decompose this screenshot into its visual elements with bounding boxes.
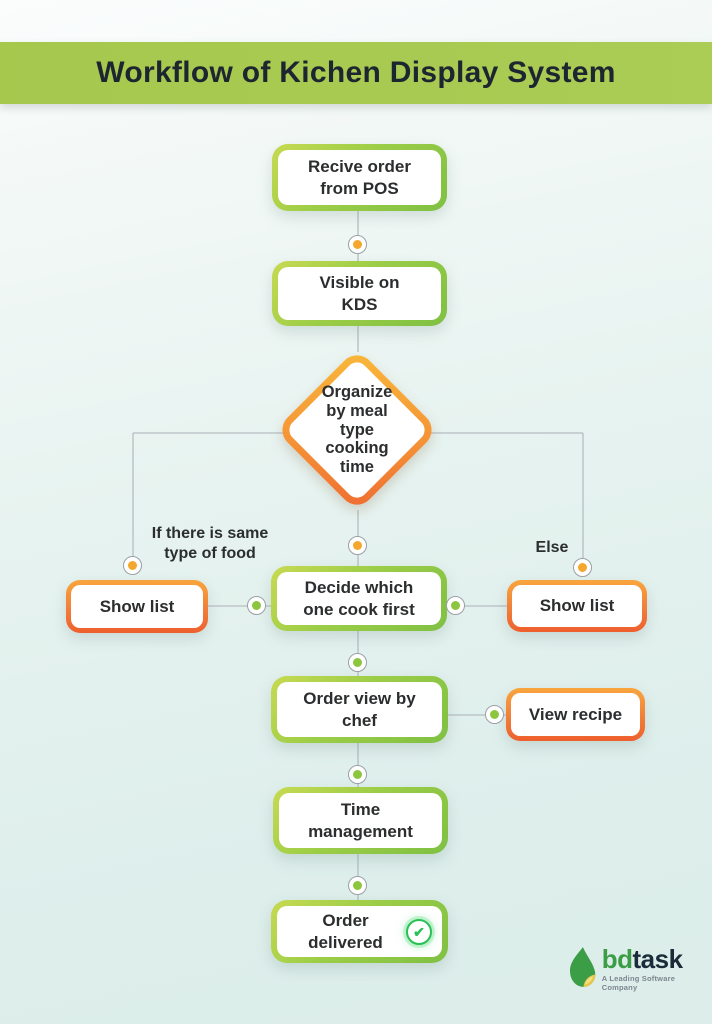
label-line: If there is same (151, 525, 269, 542)
flow-box-label: View recipe (529, 704, 622, 725)
label-line: Show list (539, 596, 615, 616)
connector-node (348, 653, 367, 672)
bdtask-logo: bdtask A Leading Software Company (568, 946, 712, 992)
label-line: one cook first (303, 599, 415, 619)
connector-node (573, 558, 592, 577)
connector-node (348, 235, 367, 254)
label-line: cooking (325, 439, 389, 458)
node-dot-icon (353, 770, 362, 779)
flow-box-receive-order: Recive order from POS (272, 144, 447, 211)
node-dot-icon (353, 658, 362, 667)
node-dot-icon (353, 240, 362, 249)
connector-node (485, 705, 504, 724)
flow-diamond-organize: Organize by meal type cooking time (274, 347, 440, 513)
flow-box-label: Order delivered (308, 910, 383, 952)
label-line: Recive order (308, 157, 411, 177)
node-dot-icon (353, 881, 362, 890)
flow-diamond-label: Organize by meal type cooking time (286, 359, 428, 501)
connector-node (446, 596, 465, 615)
label-line: Show list (99, 596, 175, 616)
logo-brand-secondary: task (632, 944, 684, 974)
logo-wordmark: bdtask (602, 946, 712, 972)
title-banner: Workflow of Kichen Display System (0, 42, 712, 104)
label-line: type (340, 420, 374, 439)
label-line: Visible on (319, 273, 400, 293)
label-line: chef (342, 710, 377, 730)
connector-node (348, 765, 367, 784)
label-line: Order view by (303, 689, 416, 709)
flow-box-view-recipe: View recipe (506, 688, 645, 741)
label-line: management (308, 821, 413, 841)
node-dot-icon (490, 710, 499, 719)
connector-node (348, 536, 367, 555)
check-glyph: ✔ (413, 923, 425, 940)
label-line: KDS (341, 294, 378, 314)
flow-box-label: Show list (100, 596, 175, 617)
bdtask-leaf-icon (569, 947, 596, 987)
connector-node (123, 556, 142, 575)
page-title: Workflow of Kichen Display System (96, 56, 616, 89)
label-line: time (340, 458, 374, 477)
flow-box-visible-kds: Visible on KDS (272, 261, 447, 326)
label-line: View recipe (528, 704, 623, 724)
label-line: Organize (321, 382, 393, 401)
flow-box-label: Time management (308, 799, 413, 841)
flow-box-time-management: Time management (273, 787, 448, 854)
logo-brand-primary: bd (601, 944, 633, 974)
logo-text: bdtask A Leading Software Company (602, 946, 712, 992)
node-dot-icon (128, 561, 137, 570)
label-line: by meal (326, 401, 388, 420)
label-line: Order (322, 911, 369, 931)
label-line: Time (340, 800, 381, 820)
flow-box-label: Recive order from POS (308, 156, 411, 198)
flow-box-label: Decide which one cook first (303, 577, 414, 619)
node-dot-icon (252, 601, 261, 610)
label-line: delivered (308, 932, 383, 952)
flow-box-order-view: Order view by chef (271, 676, 448, 743)
node-dot-icon (578, 563, 587, 572)
flow-box-label: Visible on KDS (320, 272, 400, 314)
check-circle-icon: ✔ (406, 919, 432, 945)
label-line: from POS (320, 178, 399, 198)
flow-box-show-list-left: Show list (66, 580, 208, 633)
logo-tagline: A Leading Software Company (601, 974, 676, 992)
label-line: type of food (164, 544, 256, 562)
flow-box-decide: Decide which one cook first (271, 566, 447, 631)
label-line: Else (535, 539, 569, 556)
flow-box-show-list-right: Show list (507, 580, 647, 632)
connector-node (348, 876, 367, 895)
branch-label-same-type: If there is same type of food (130, 524, 290, 563)
node-dot-icon (353, 541, 362, 550)
flow-box-label: Show list (540, 595, 615, 616)
label-line: Decide which (304, 578, 414, 598)
connector-node (247, 596, 266, 615)
flow-box-label: Order view by chef (303, 688, 415, 730)
branch-label-else: Else (521, 538, 583, 558)
node-dot-icon (451, 601, 460, 610)
